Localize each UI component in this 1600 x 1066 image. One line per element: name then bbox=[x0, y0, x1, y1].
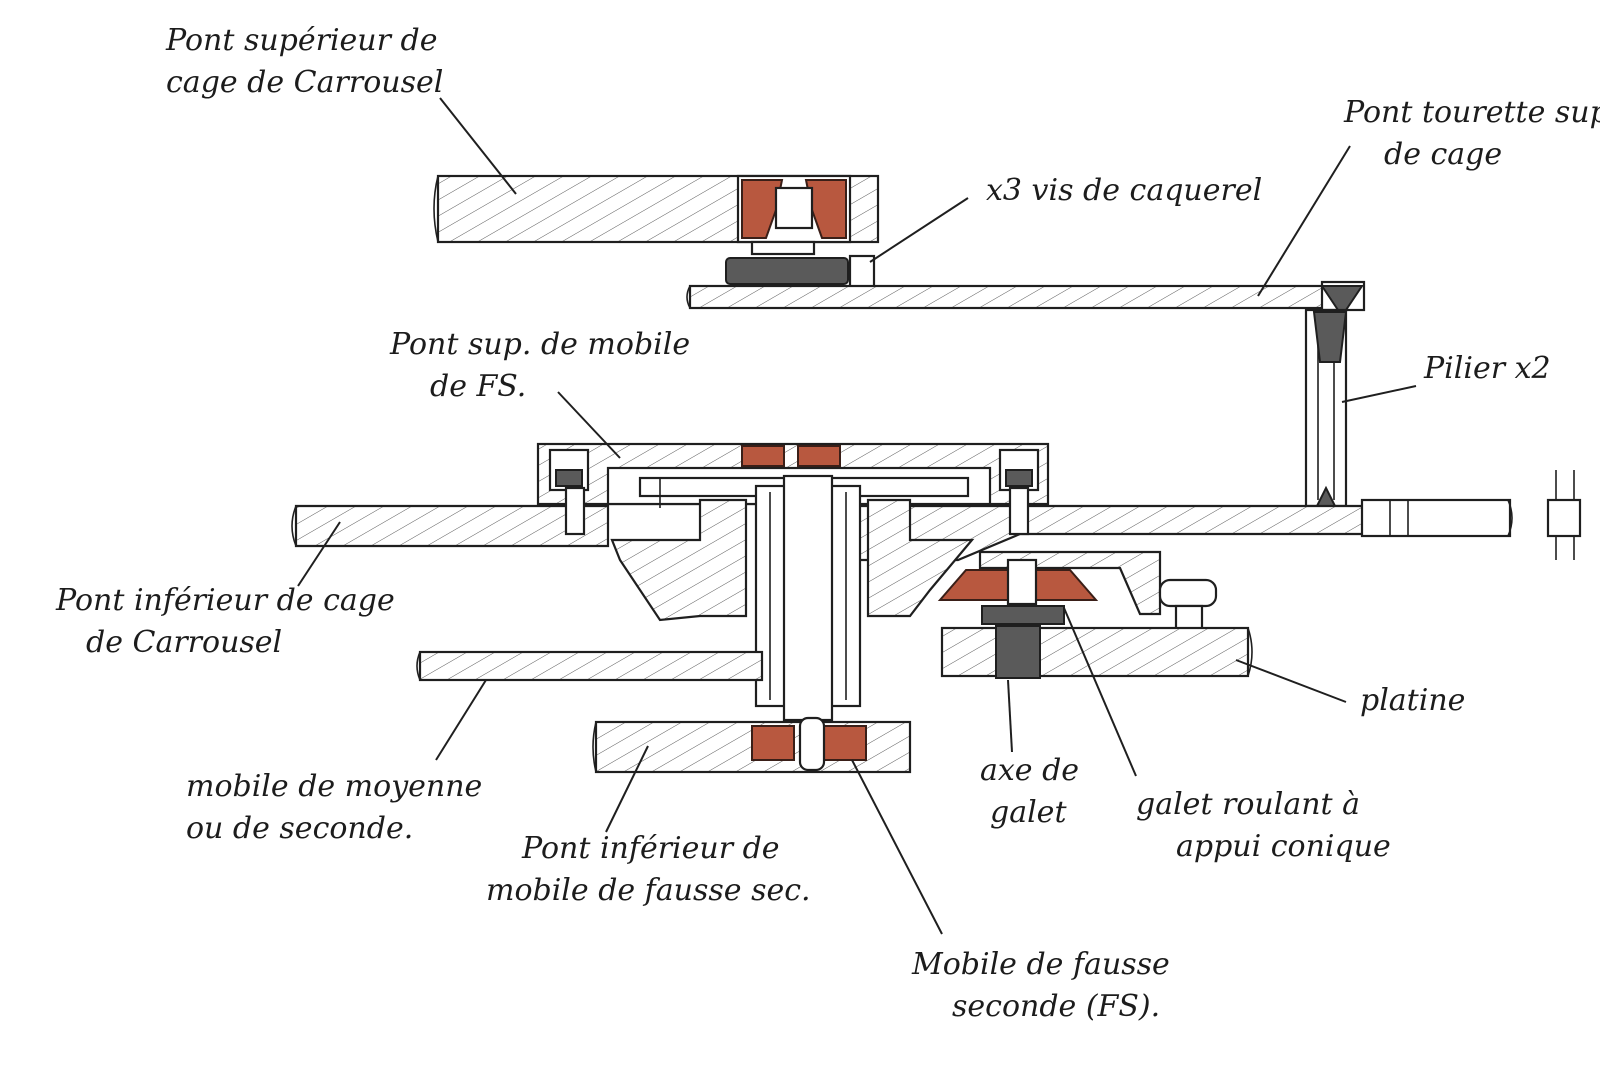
label-lower-cage-bridge: Pont inférieur de cage de Carrousel bbox=[56, 583, 395, 660]
fs-mobile-upper-bridge bbox=[536, 442, 1050, 536]
label-fs-mobile: Mobile de fausse seconde (FS). bbox=[912, 947, 1170, 1024]
platine-plate bbox=[940, 625, 1253, 679]
pillar bbox=[1304, 308, 1348, 529]
label-upper-cage-bridge: Pont supérieur de cage de Carrousel bbox=[166, 23, 444, 100]
label-fs-lower-bridge: Pont inférieur de mobile de fausse sec. bbox=[486, 831, 811, 908]
upper-cage-bridge bbox=[433, 174, 880, 244]
label-center-seconds-wheel: mobile de moyenne ou de seconde. bbox=[186, 769, 483, 846]
fs-mobile-body bbox=[610, 474, 975, 722]
label-platine: platine bbox=[1360, 683, 1466, 718]
upper-screw-assembly bbox=[725, 240, 876, 290]
label-pillar: Pilier x2 bbox=[1424, 351, 1551, 386]
fs-mobile-lower-bridge bbox=[592, 716, 912, 774]
label-conical-roller: galet roulant à appui conique bbox=[1136, 787, 1391, 864]
label-caquerel-screws: x3 vis de caquerel bbox=[986, 173, 1263, 208]
upper-turret-bridge bbox=[686, 280, 1366, 318]
label-fs-upper-bridge: Pont sup. de mobile de FS. bbox=[390, 327, 691, 404]
label-roller-axle: axe de galet bbox=[980, 753, 1080, 830]
label-upper-turret-bridge: Pont tourette sup de cage bbox=[1344, 95, 1600, 172]
leader-lines bbox=[297, 97, 1417, 935]
center-seconds-wheel bbox=[416, 650, 764, 682]
